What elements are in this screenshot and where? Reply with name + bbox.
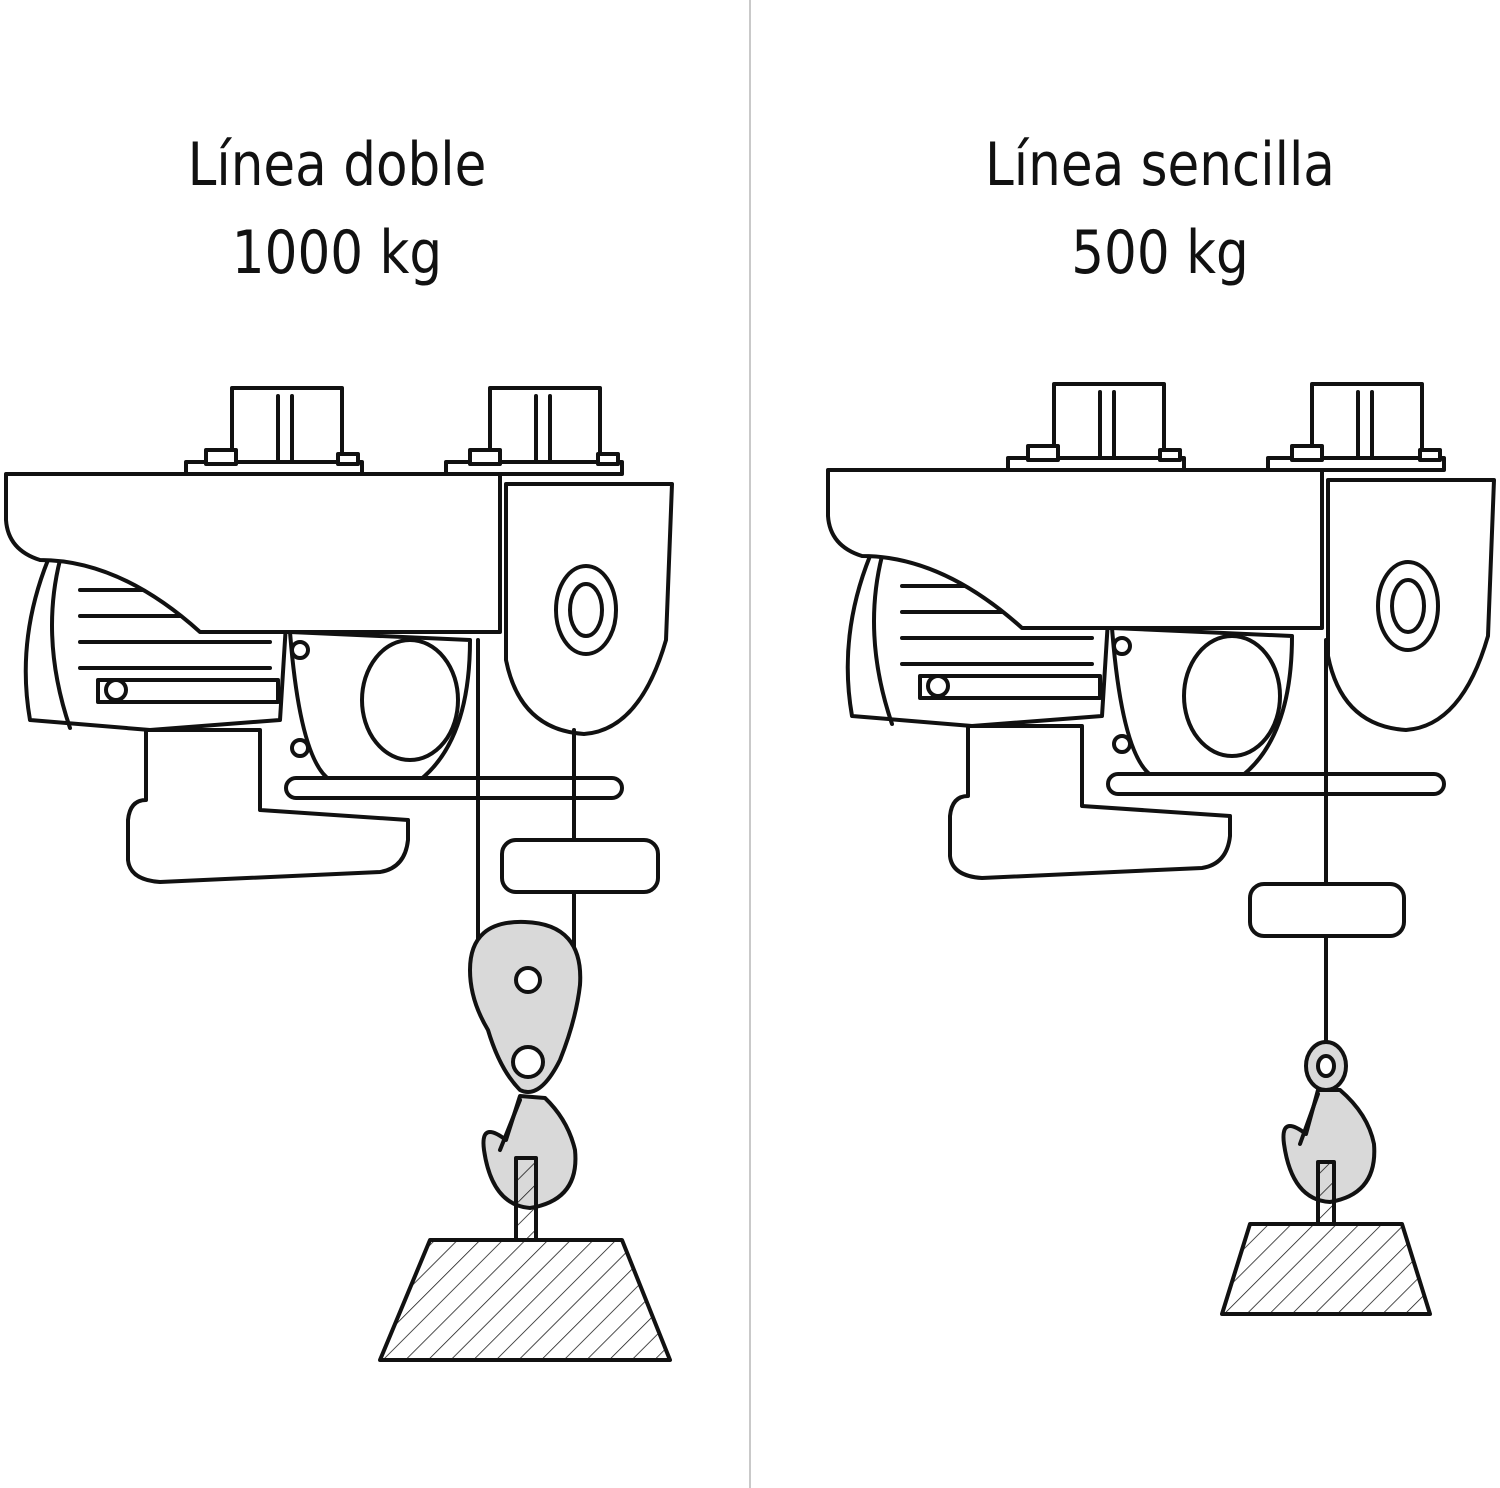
limit-stop: [1250, 884, 1404, 936]
gearbox: [290, 632, 470, 780]
control-box: [950, 726, 1230, 878]
load-weight: [1222, 1162, 1430, 1314]
mount-bracket-right: [1268, 384, 1444, 470]
panel-divider: [749, 0, 751, 1488]
double-line-capacity: 1000 kg: [231, 218, 443, 288]
double-line-hoist-illustration: [0, 0, 750, 1488]
single-line-hoist-illustration: [750, 0, 1500, 1488]
hoist-body: [6, 474, 500, 632]
hoist-body: [828, 470, 1322, 628]
double-line-panel: Línea doble 1000 kg: [0, 0, 750, 1488]
mount-bracket-left: [186, 388, 362, 474]
pulley-housing: [1328, 480, 1494, 730]
control-box: [128, 730, 408, 882]
mount-bracket-left: [1008, 384, 1184, 470]
guide-rod: [1108, 774, 1444, 794]
pulley-housing: [506, 484, 672, 734]
single-line-title: Línea sencilla: [985, 130, 1335, 200]
gearbox: [1112, 628, 1292, 776]
pulley-block: [470, 922, 580, 1092]
limit-stop: [502, 840, 658, 892]
single-line-panel: Línea sencilla 500 kg: [750, 0, 1500, 1488]
double-line-title: Línea doble: [187, 130, 487, 200]
guide-rod: [286, 778, 622, 798]
load-weight: [380, 1158, 670, 1360]
single-line-capacity: 500 kg: [1071, 218, 1249, 288]
mount-bracket-right: [446, 388, 622, 474]
